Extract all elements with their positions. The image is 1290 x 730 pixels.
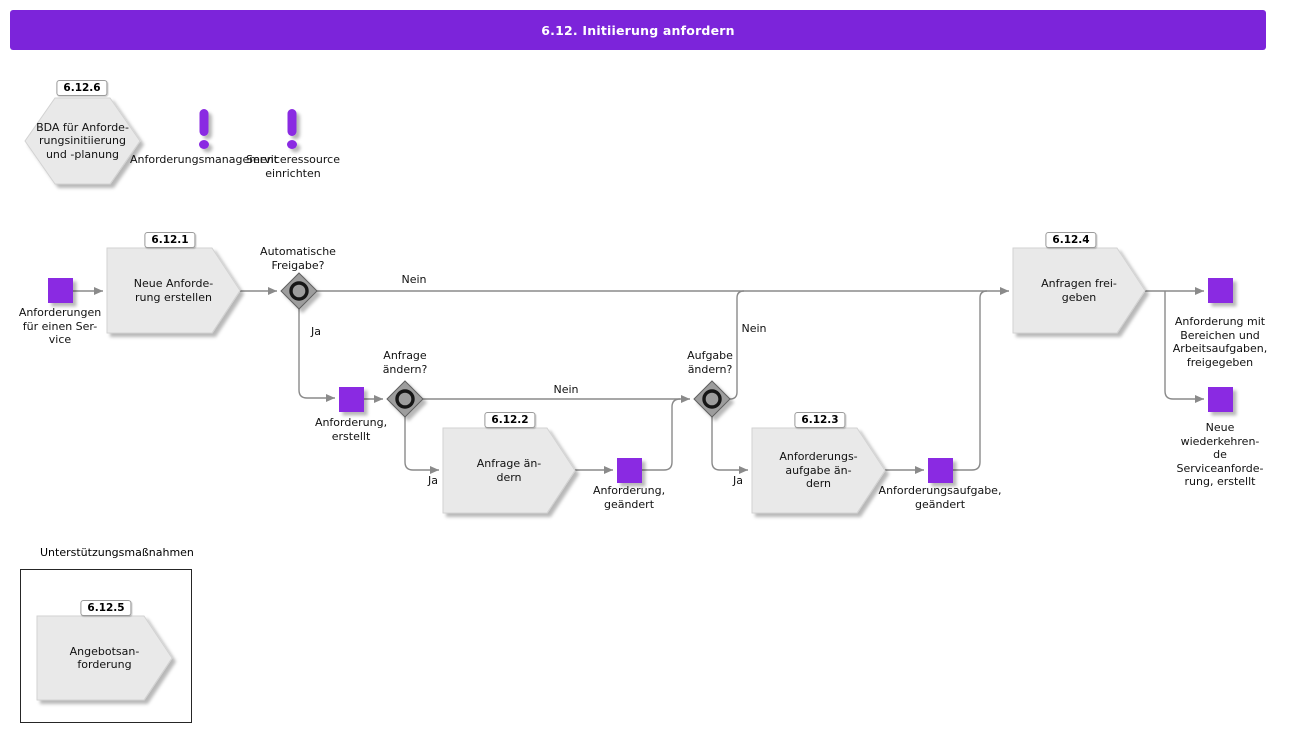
edge-label-gateway2-nein: Nein xyxy=(553,383,579,396)
process-chevron-6-12-2[interactable] xyxy=(442,427,576,514)
process-chevron-6-12-4[interactable] xyxy=(1012,247,1146,334)
process-label-6-12-2[interactable]: Anfrage än- dern xyxy=(476,457,542,484)
edge-label-gateway3-nein: Nein xyxy=(741,322,767,335)
alert-label-serviceressource: Serviceressource einrichten xyxy=(246,153,340,180)
state-label-anforderungen-service: Anforderungen für einen Ser- vice xyxy=(18,306,102,346)
badge-6-12-5: 6.12.5 xyxy=(80,600,132,616)
process-label-6-12-4[interactable]: Anfragen frei- geben xyxy=(1041,277,1117,304)
connector-6-12-4-to-state6 xyxy=(1164,291,1204,403)
gateway-label-aufgabe-aendern: Aufgabe ändern? xyxy=(687,349,733,376)
state-square-anforderungen-service xyxy=(48,278,73,303)
edge-label-gateway3-ja: Ja xyxy=(733,474,743,487)
badge-6-12-1: 6.12.1 xyxy=(144,232,196,248)
gateway-circle-icon xyxy=(289,281,309,301)
connector-state3-merge xyxy=(642,398,681,471)
edge-label-gateway1-ja: Ja xyxy=(311,325,321,338)
state-label-anforderung-erstellt: Anforderung, erstellt xyxy=(314,416,388,443)
process-label-6-12-5[interactable]: Angebotsan- forderung xyxy=(69,644,140,672)
state-square-anforderung-erstellt xyxy=(339,387,364,412)
process-label-6-12-3[interactable]: Anforderungs- aufgabe än- dern xyxy=(779,450,858,491)
gateway-circle-icon xyxy=(702,389,722,409)
connector-gateway3-ja-to-6-12-3 xyxy=(711,417,748,474)
connector-gateway1-ja xyxy=(298,309,335,402)
process-chevron-6-12-3[interactable] xyxy=(751,427,886,514)
diagram-title-bar: 6.12. Initiierung anfordern xyxy=(10,10,1266,50)
state-square-anforderung-freigegeben xyxy=(1208,278,1233,303)
milestone-label[interactable]: BDA für Anforde- rungsinitiierung und -p… xyxy=(36,120,129,161)
alert-label-anforderungsmanagement: Anforderungsmanagement xyxy=(129,153,279,166)
milestone-hexagon-6-12-6[interactable] xyxy=(24,97,141,185)
gateway-anfrage-aendern xyxy=(386,380,424,418)
exclamation-icon xyxy=(287,109,297,149)
shapes xyxy=(24,97,1233,701)
connector-gateway3-nein-merge xyxy=(729,290,745,400)
state-square-anforderungsaufgabe-geaendert xyxy=(928,458,953,483)
process-chevron-6-12-5[interactable] xyxy=(36,615,173,701)
connectors xyxy=(73,287,1204,474)
state-label-serviceanforderung-erstellt: Neue wiederkehren- de Serviceanforde- ru… xyxy=(1176,421,1264,488)
badge-6-12-2: 6.12.2 xyxy=(484,412,536,428)
page-title: 6.12. Initiierung anfordern xyxy=(541,22,735,38)
gateway-circle-icon xyxy=(395,389,415,409)
gateway-aufgabe-aendern xyxy=(693,380,731,418)
state-square-serviceanforderung-erstellt xyxy=(1208,387,1233,412)
badge-6-12-4: 6.12.4 xyxy=(1045,232,1097,248)
state-label-anforderungsaufgabe-geaendert: Anforderungsaufgabe, geändert xyxy=(878,484,1002,511)
support-box xyxy=(20,569,192,723)
exclamation-icon xyxy=(199,109,209,149)
state-label-anforderung-geaendert: Anforderung, geändert xyxy=(592,484,666,511)
state-label-anforderung-freigegeben: Anforderung mit Bereichen und Arbeitsauf… xyxy=(1172,315,1268,369)
gateway-label-automatische-freigabe: Automatische Freigabe? xyxy=(260,245,336,272)
gateway-label-anfrage-aendern: Anfrage ändern? xyxy=(382,349,428,376)
process-chevron-6-12-1[interactable] xyxy=(106,247,241,334)
gateway-automatische-freigabe xyxy=(280,272,318,310)
edge-label-gateway1-nein: Nein xyxy=(401,273,427,286)
state-square-anforderung-geaendert xyxy=(617,458,642,483)
support-box-title: Unterstützungsmaßnahmen xyxy=(40,546,194,559)
process-label-6-12-1[interactable]: Neue Anforde- rung erstellen xyxy=(133,277,214,304)
badge-6-12-3: 6.12.3 xyxy=(794,412,846,428)
connector-state4-merge xyxy=(953,290,988,471)
edge-label-gateway2-ja: Ja xyxy=(428,474,438,487)
badge-6-12-6: 6.12.6 xyxy=(56,80,108,96)
connector-gateway2-ja-to-6-12-2 xyxy=(404,417,439,474)
